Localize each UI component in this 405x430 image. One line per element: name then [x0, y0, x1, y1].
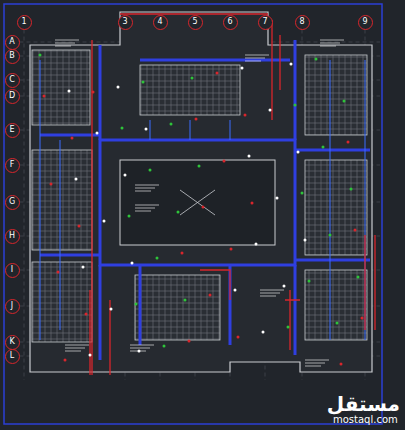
- grid-label: D: [9, 92, 15, 100]
- sheet-border: [4, 4, 382, 424]
- grid-label: J: [11, 302, 13, 310]
- grid-bubble: G: [5, 195, 20, 210]
- grid-label: H: [9, 232, 15, 240]
- grid-label: L: [10, 352, 14, 360]
- grid-bubble: 8: [295, 15, 310, 30]
- grid-label: 7: [262, 18, 267, 26]
- grid-bubble: A: [5, 35, 20, 50]
- fixture-dots: [39, 54, 364, 366]
- grid-bubble: B: [5, 49, 20, 64]
- grid-bubble: 5: [188, 15, 203, 30]
- grid-bubble: 9: [358, 15, 373, 30]
- courtyard: [120, 160, 275, 245]
- grid-label: K: [9, 338, 14, 346]
- grid-bubble: C: [5, 73, 20, 88]
- grid-bubble: 3: [118, 15, 133, 30]
- grid-bubble: H: [5, 229, 20, 244]
- grid-label: C: [9, 76, 15, 84]
- courtyard-cross: [180, 190, 215, 215]
- watermark: مستقل: [327, 392, 400, 416]
- grid-label: 8: [299, 18, 304, 26]
- grid-bubble: 6: [223, 15, 238, 30]
- grid-label: 1: [21, 18, 26, 26]
- grid-label: 9: [362, 18, 367, 26]
- grid-bubble: 7: [258, 15, 273, 30]
- duct-branches: [40, 60, 365, 340]
- grid-label: F: [10, 161, 15, 169]
- grid-label: G: [9, 198, 15, 206]
- grid-bubble: K: [5, 335, 20, 350]
- building-outline: [30, 12, 372, 372]
- grid-label: 4: [157, 18, 162, 26]
- grid-label: 6: [227, 18, 232, 26]
- grid-bubble: F: [5, 158, 20, 173]
- grid-label: E: [9, 126, 14, 134]
- grid-label: I: [11, 266, 13, 274]
- grid-label: 3: [122, 18, 127, 26]
- grid-label: A: [9, 38, 14, 46]
- grid-bubble: 4: [153, 15, 168, 30]
- grid-bubble: E: [5, 123, 20, 138]
- watermark: mostaql.com: [333, 414, 398, 425]
- grid-bubble: 1: [17, 15, 32, 30]
- pipe-runs: [90, 14, 375, 375]
- note-blocks: [55, 40, 344, 366]
- grid-label: B: [9, 52, 15, 60]
- grid-label: 5: [192, 18, 197, 26]
- grid-lines: [20, 30, 381, 381]
- grid-bubble: D: [5, 89, 20, 104]
- grid-bubble: I: [5, 263, 20, 278]
- rooms: [32, 50, 367, 342]
- grid-bubble: L: [5, 349, 20, 364]
- grid-bubble: J: [5, 299, 20, 314]
